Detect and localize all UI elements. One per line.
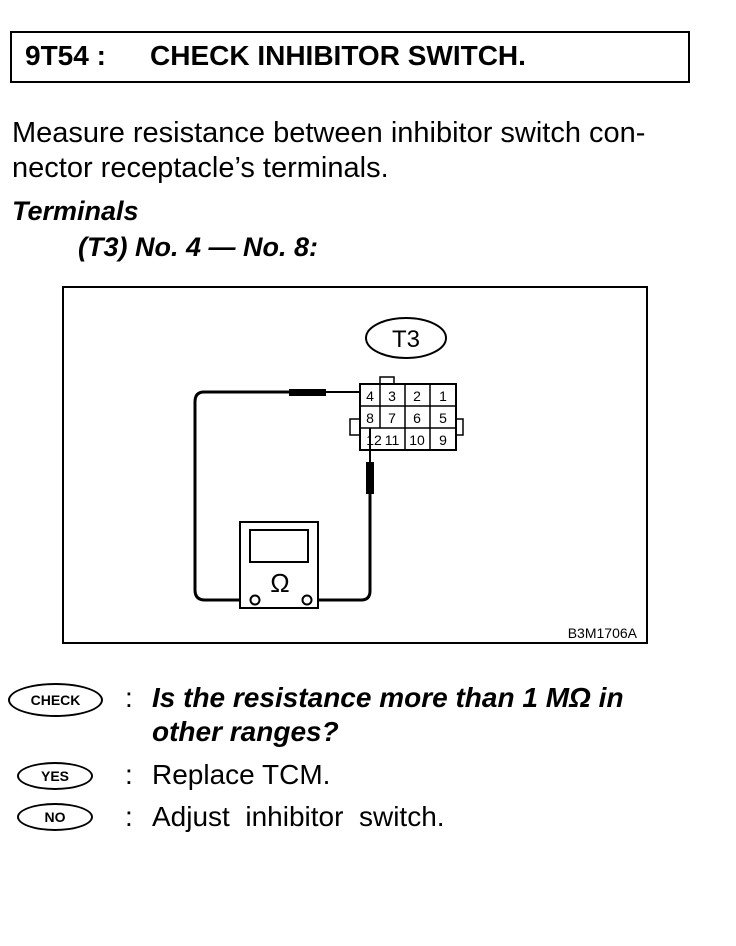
terminal-number: 8 <box>366 410 374 426</box>
terminal-number: 7 <box>388 410 396 426</box>
no-colon: : <box>125 801 133 832</box>
connector-tab-left <box>349 418 361 436</box>
terminal-number: 11 <box>385 432 400 448</box>
terminal-number: 3 <box>388 388 396 404</box>
meter-terminal-left <box>249 594 261 606</box>
connector-latch <box>379 376 395 385</box>
check-colon: : <box>125 682 133 713</box>
probe-lead-terminal-4 <box>193 389 360 602</box>
terminals-spec: (T3) No. 4 — No. 8: <box>78 232 319 262</box>
terminal-number: 4 <box>366 388 374 404</box>
terminal-number: 12 <box>366 432 382 448</box>
procedure-code: 9T54 : <box>25 40 106 71</box>
terminal-number: 10 <box>409 432 425 448</box>
page-title: CHECK INHIBITOR SWITCH. <box>150 40 526 71</box>
terminals-heading: Terminals <box>12 196 139 226</box>
wiring-diagram: T3 4 3 2 1 8 7 6 5 12 11 10 9 <box>62 286 648 644</box>
terminal-grid <box>360 384 456 450</box>
yes-colon: : <box>125 759 133 790</box>
meter-display <box>249 529 309 563</box>
instruction-paragraph: Measure resistance between inhibitor swi… <box>12 116 702 186</box>
probe-lead-terminal-8 <box>312 428 374 602</box>
yes-badge: YES <box>17 762 93 790</box>
connector-body <box>359 383 457 451</box>
ohmmeter: Ω <box>239 521 319 609</box>
title-box: 9T54 : CHECK INHIBITOR SWITCH. <box>10 31 690 83</box>
check-badge: CHECK <box>8 683 103 717</box>
connector-label-oval <box>365 317 447 359</box>
check-question-line-1: Is the resistance more than 1 MΩ in <box>152 682 624 713</box>
no-badge: NO <box>17 803 93 831</box>
yes-answer: Replace TCM. <box>152 759 331 790</box>
terminal-number: 6 <box>413 410 421 426</box>
no-answer: Adjust inhibitor switch. <box>152 801 445 832</box>
terminal-number: 1 <box>439 388 447 404</box>
wiring-diagram-svg: T3 4 3 2 1 8 7 6 5 12 11 10 9 <box>193 317 638 641</box>
ohm-symbol: Ω <box>270 568 289 598</box>
meter-terminal-right <box>301 594 313 606</box>
instruction-line-2: nector receptacle’s terminals. <box>12 152 389 184</box>
terminal-number: 2 <box>413 388 421 404</box>
instruction-line-1: Measure resistance between inhibitor swi… <box>12 117 646 149</box>
figure-code: B3M1706A <box>568 625 638 641</box>
meter-body <box>239 521 319 609</box>
terminal-number: 9 <box>439 432 447 448</box>
terminal-number: 5 <box>439 410 447 426</box>
check-question-line-2: other ranges? <box>152 716 339 747</box>
terminal-numbers: 4 3 2 1 8 7 6 5 12 11 10 9 <box>366 388 447 448</box>
connector-label: T3 <box>392 326 420 353</box>
